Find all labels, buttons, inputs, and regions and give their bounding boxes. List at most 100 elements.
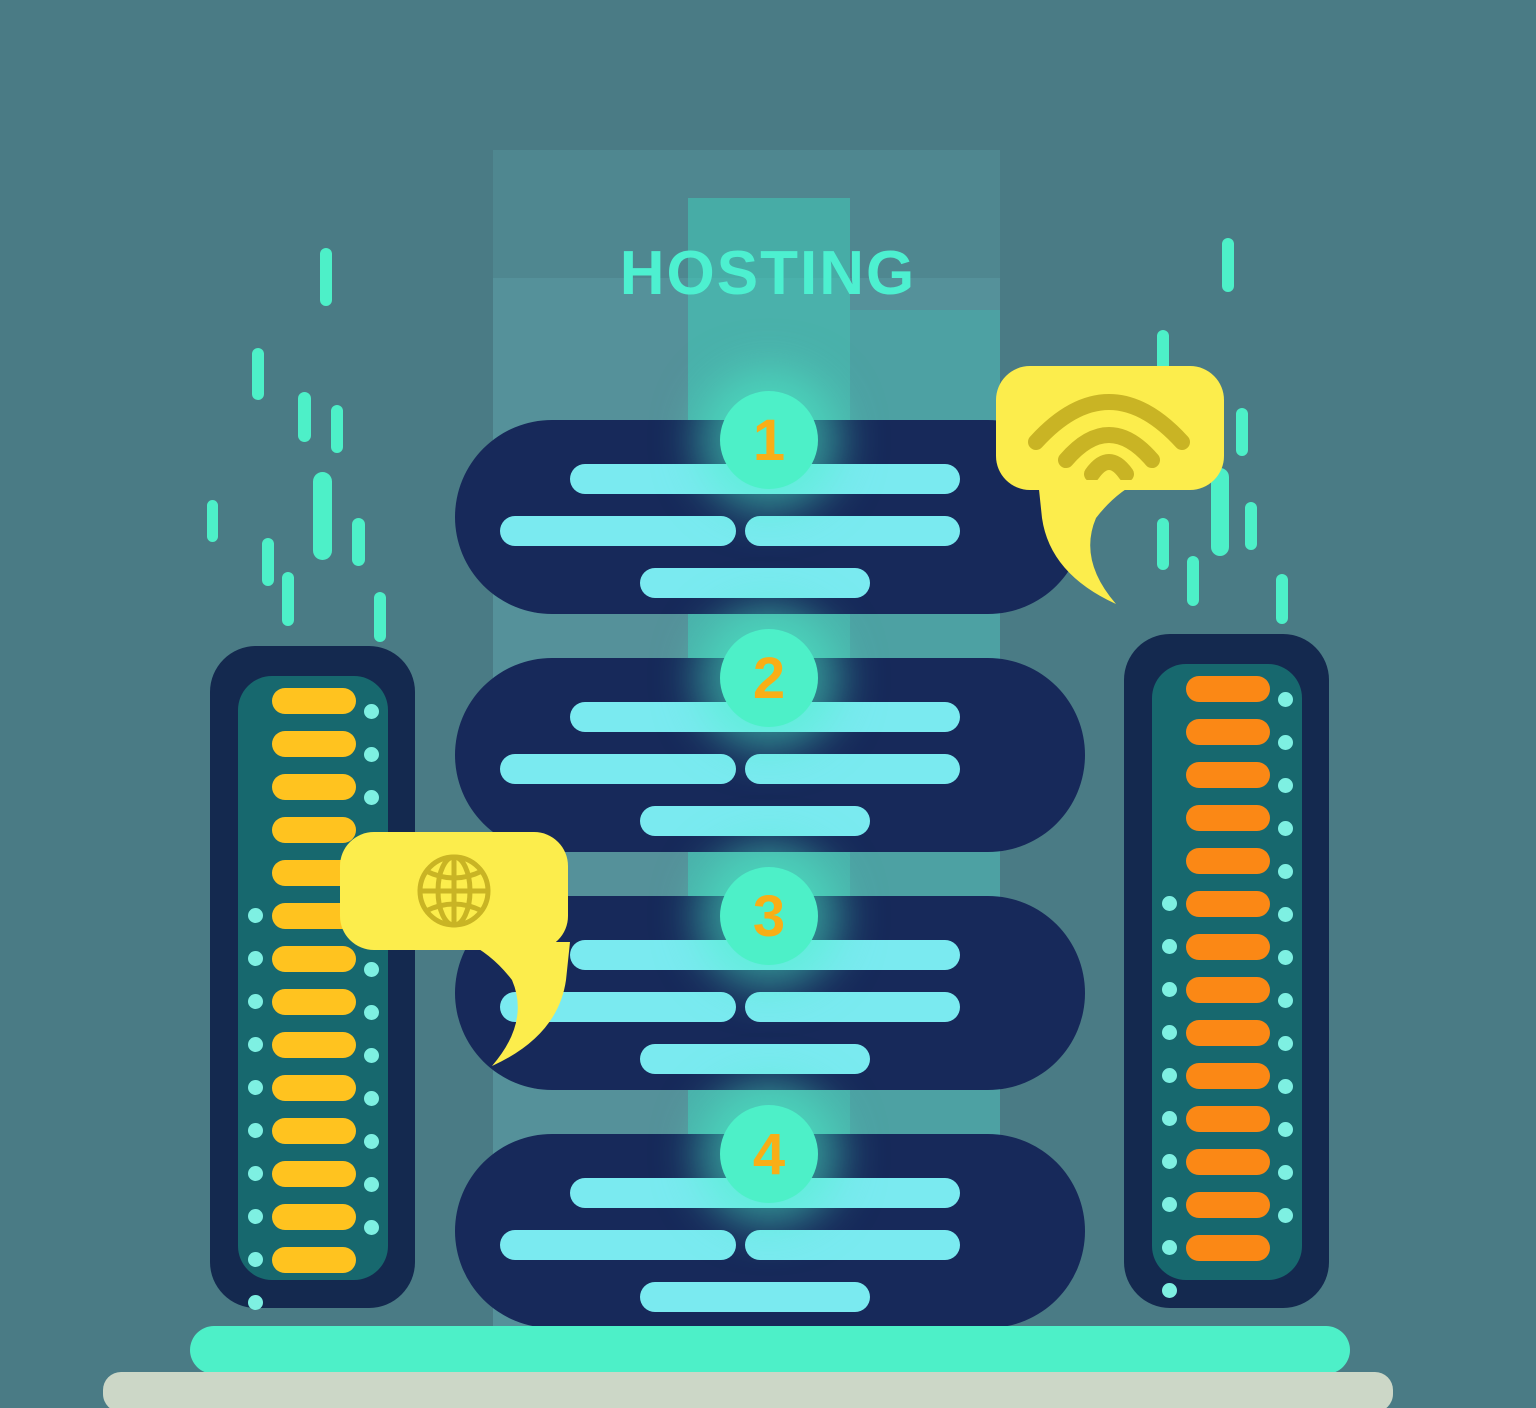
rack-bar [272,774,356,800]
server-bar-mid-right [745,754,960,784]
rack-indicator-dot [1278,993,1293,1008]
rack-indicator-dot [1162,1111,1177,1126]
rain-dash [320,248,332,306]
server-bar-mid-right [745,992,960,1022]
rack-indicator-dot [1278,1122,1293,1137]
rain-dash [331,405,343,453]
rack-indicator-dot [1162,1197,1177,1212]
rack-indicator-dot [248,1037,263,1052]
rack-bar [1186,762,1270,788]
rack-bar [272,1075,356,1101]
right-rack-inner-panel [1152,664,1302,1280]
globe-icon [417,854,491,928]
wifi-bubble[interactable] [996,366,1224,604]
rack-bar [272,1161,356,1187]
rack-indicator-dot [1278,692,1293,707]
rack-bar [1186,1235,1270,1261]
rack-indicator-dot [1162,896,1177,911]
rain-dash [1187,556,1199,606]
rack-bar [1186,1063,1270,1089]
rack-indicator-dot [364,1177,379,1192]
rack-indicator-dot [1162,1068,1177,1083]
rain-dash [1236,408,1248,456]
step-number-badge[interactable]: 2 [720,629,818,727]
rain-dash [374,592,386,642]
step-number-badge[interactable]: 1 [720,391,818,489]
rack-indicator-dot [364,1091,379,1106]
rack-bar [272,688,356,714]
rack-indicator-dot [1162,982,1177,997]
rack-bar [1186,1020,1270,1046]
wifi-bubble-tail [1038,480,1142,604]
wifi-icon [1028,394,1190,480]
rack-indicator-dot [1162,1025,1177,1040]
rack-indicator-dot [364,1005,379,1020]
rack-indicator-dot [248,994,263,1009]
step-number-badge[interactable]: 3 [720,867,818,965]
rack-indicator-dot [1278,864,1293,879]
right-server-rack[interactable] [1124,634,1329,1384]
rack-indicator-dot [248,951,263,966]
server-bar-mid-right [745,516,960,546]
rack-indicator-dot [248,1080,263,1095]
rain-dash [352,518,365,566]
rain-dash [262,538,274,586]
rack-indicator-dot [248,1252,263,1267]
rack-bar [1186,805,1270,831]
rack-indicator-dot [1162,939,1177,954]
rack-bar [1186,719,1270,745]
rack-bar [272,817,356,843]
rack-indicator-dot [1278,1036,1293,1051]
rack-bar [1186,676,1270,702]
rack-indicator-dot [1278,778,1293,793]
rack-indicator-dot [248,1209,263,1224]
rack-indicator-dot [364,1220,379,1235]
rack-indicator-dot [1278,1208,1293,1223]
rack-indicator-dot [248,1295,263,1310]
server-bar-bottom [640,1044,870,1074]
server-bar-bottom [640,1282,870,1312]
rack-indicator-dot [248,1123,263,1138]
rack-indicator-dot [248,908,263,923]
rack-indicator-dot [364,1048,379,1063]
rain-dash [282,572,294,626]
rack-indicator-dot [364,790,379,805]
left-server-rack[interactable] [210,646,415,1396]
rack-bar [1186,977,1270,1003]
rack-indicator-dot [364,962,379,977]
rain-dash [1222,238,1234,292]
rack-bar [272,1032,356,1058]
rain-dash [1276,574,1288,624]
rain-dash [1211,468,1229,556]
rain-dash [1245,502,1257,550]
rack-indicator-dot [1278,950,1293,965]
rack-bar [1186,1192,1270,1218]
rack-bar [272,731,356,757]
server-bar-mid-left [500,516,736,546]
server-bar-mid-right [745,1230,960,1260]
rack-bar [1186,1106,1270,1132]
rain-dash [252,348,264,400]
server-bar-bottom [640,806,870,836]
step-number-badge[interactable]: 4 [720,1105,818,1203]
rack-indicator-dot [364,704,379,719]
rack-indicator-dot [1162,1283,1177,1298]
rack-indicator-dot [1162,1240,1177,1255]
rack-bar [1186,848,1270,874]
server-bar-bottom [640,568,870,598]
rack-bar [272,989,356,1015]
rack-indicator-dot [248,1166,263,1181]
rack-bar [272,1247,356,1273]
rack-indicator-dot [1278,821,1293,836]
rack-indicator-dot [1278,1079,1293,1094]
globe-bubble[interactable] [340,832,570,1066]
rack-indicator-dot [364,747,379,762]
server-bar-mid-left [500,1230,736,1260]
globe-bubble-tail [466,942,570,1066]
rain-dash [1157,518,1169,570]
rack-indicator-dot [1278,735,1293,750]
rack-bar [1186,934,1270,960]
rack-indicator-dot [1162,1154,1177,1169]
rack-bar [272,1118,356,1144]
